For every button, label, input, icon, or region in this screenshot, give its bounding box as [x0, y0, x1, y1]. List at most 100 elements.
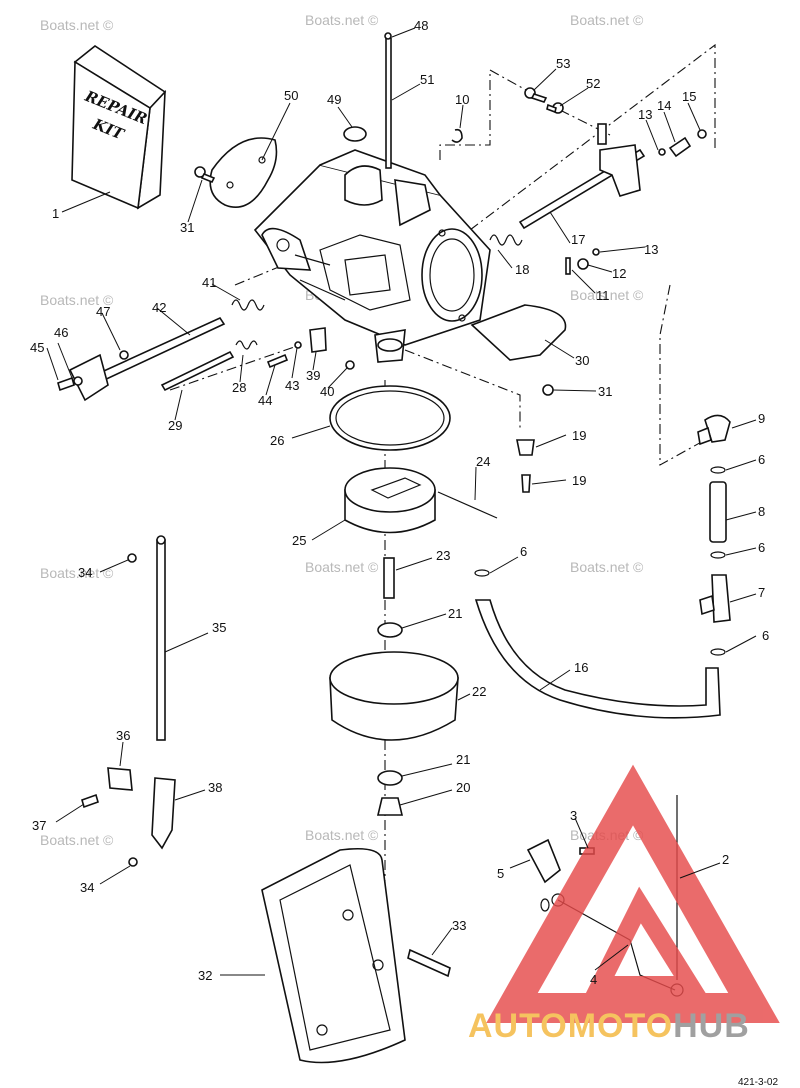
part-14	[668, 136, 692, 158]
callout: 16	[574, 660, 588, 675]
watermark: Boats.net ©	[40, 17, 114, 33]
callout: 6	[520, 544, 527, 559]
part-clamp-6b	[710, 551, 726, 559]
callout: 13	[638, 107, 652, 122]
watermarks: Boats.net © Boats.net © Boats.net © Boat…	[40, 12, 644, 848]
callout: 5	[497, 866, 504, 881]
callout: 39	[306, 368, 320, 383]
callout: 31	[598, 384, 612, 399]
part-36	[107, 767, 133, 791]
watermark: Boats.net ©	[305, 827, 379, 843]
part-spring-18	[489, 234, 523, 246]
callout: 49	[327, 92, 341, 107]
callout: 26	[270, 433, 284, 448]
callout: 6	[758, 452, 765, 467]
part-spring-28	[235, 340, 258, 350]
part-hose-8	[709, 481, 727, 543]
callout: 34	[78, 565, 92, 580]
diagram-code: 421-3-02	[738, 1077, 778, 1088]
callout: 22	[472, 684, 486, 699]
part-cover-32	[261, 847, 406, 1064]
part-43	[294, 341, 302, 349]
callout: 12	[612, 266, 626, 281]
callout: 28	[232, 380, 246, 395]
callout: 7	[758, 585, 765, 600]
callout: 41	[202, 275, 216, 290]
callout: 14	[657, 98, 671, 113]
part-screw-44	[266, 353, 289, 369]
leader-lines	[46, 27, 757, 976]
callout: 13	[644, 242, 658, 257]
callout: 40	[320, 384, 334, 399]
part-hose-16	[474, 599, 721, 719]
part-5	[526, 838, 561, 884]
callout: 53	[556, 56, 570, 71]
watermark: Boats.net ©	[570, 287, 644, 303]
watermark: Boats.net ©	[40, 832, 114, 848]
callout: 24	[476, 454, 490, 469]
callout: 20	[456, 780, 470, 795]
part-needle-29	[160, 350, 235, 392]
part-screw-37	[81, 793, 99, 809]
callout: 33	[452, 918, 466, 933]
callout: 11	[596, 288, 610, 303]
callout: 47	[96, 304, 110, 319]
callout: 21	[448, 606, 462, 621]
callout: 48	[414, 18, 428, 33]
callout: 4	[590, 972, 597, 987]
part-repair-kit: REPAIR KIT	[71, 45, 167, 210]
part-13	[658, 148, 666, 156]
part-11	[565, 257, 571, 275]
part-screw-52	[546, 102, 564, 114]
part-rod-51	[384, 32, 392, 169]
callout: 2	[722, 852, 729, 867]
callout: 18	[515, 262, 529, 277]
part-clip-10	[451, 128, 463, 143]
part-13b	[592, 248, 600, 256]
callout: 37	[32, 818, 46, 833]
callout: 17	[571, 232, 585, 247]
part-47	[119, 350, 129, 360]
part-float-25	[344, 467, 436, 534]
callout: 21	[456, 752, 470, 767]
callout: 29	[168, 418, 182, 433]
part-screw-31-top	[194, 166, 216, 184]
callout: 43	[285, 378, 299, 393]
part-clip-4c	[540, 898, 550, 912]
part-screw-31-right	[542, 384, 554, 396]
part-shaft-42	[68, 316, 226, 402]
automotohub-logo: AUTOMOTOHUB	[468, 764, 780, 1045]
part-fitting-9	[697, 414, 731, 446]
watermark: Boats.net ©	[305, 12, 379, 28]
part-carburetor-body	[253, 149, 491, 363]
watermark: Boats.net ©	[40, 292, 114, 308]
logo-text-hub: HUB	[673, 1007, 750, 1045]
callout: 32	[198, 968, 212, 983]
watermark: Boats.net ©	[570, 559, 644, 575]
callout: 50	[284, 88, 298, 103]
callout: 35	[212, 620, 226, 635]
callout: 19	[572, 473, 586, 488]
part-pin-24	[437, 491, 498, 519]
callout: 9	[758, 411, 765, 426]
callout: 15	[682, 89, 696, 104]
part-gasket-30	[470, 304, 567, 361]
part-washer-21b	[377, 770, 403, 786]
part-34a	[127, 553, 137, 563]
part-needle-23	[383, 557, 395, 599]
part-ring-26	[329, 385, 451, 451]
part-clamp-6d	[474, 569, 490, 577]
watermark: Boats.net ©	[570, 12, 644, 28]
part-screw-33	[407, 948, 451, 978]
part-12	[577, 258, 589, 270]
callout: 19	[572, 428, 586, 443]
callout: 10	[455, 92, 469, 107]
part-washer-21a	[377, 622, 403, 638]
part-19	[516, 439, 535, 493]
callout: 25	[292, 533, 306, 548]
callout: 8	[758, 504, 765, 519]
part-34b	[128, 857, 138, 867]
part-39	[309, 327, 327, 353]
part-46	[73, 376, 83, 386]
watermark: Boats.net ©	[40, 565, 114, 581]
